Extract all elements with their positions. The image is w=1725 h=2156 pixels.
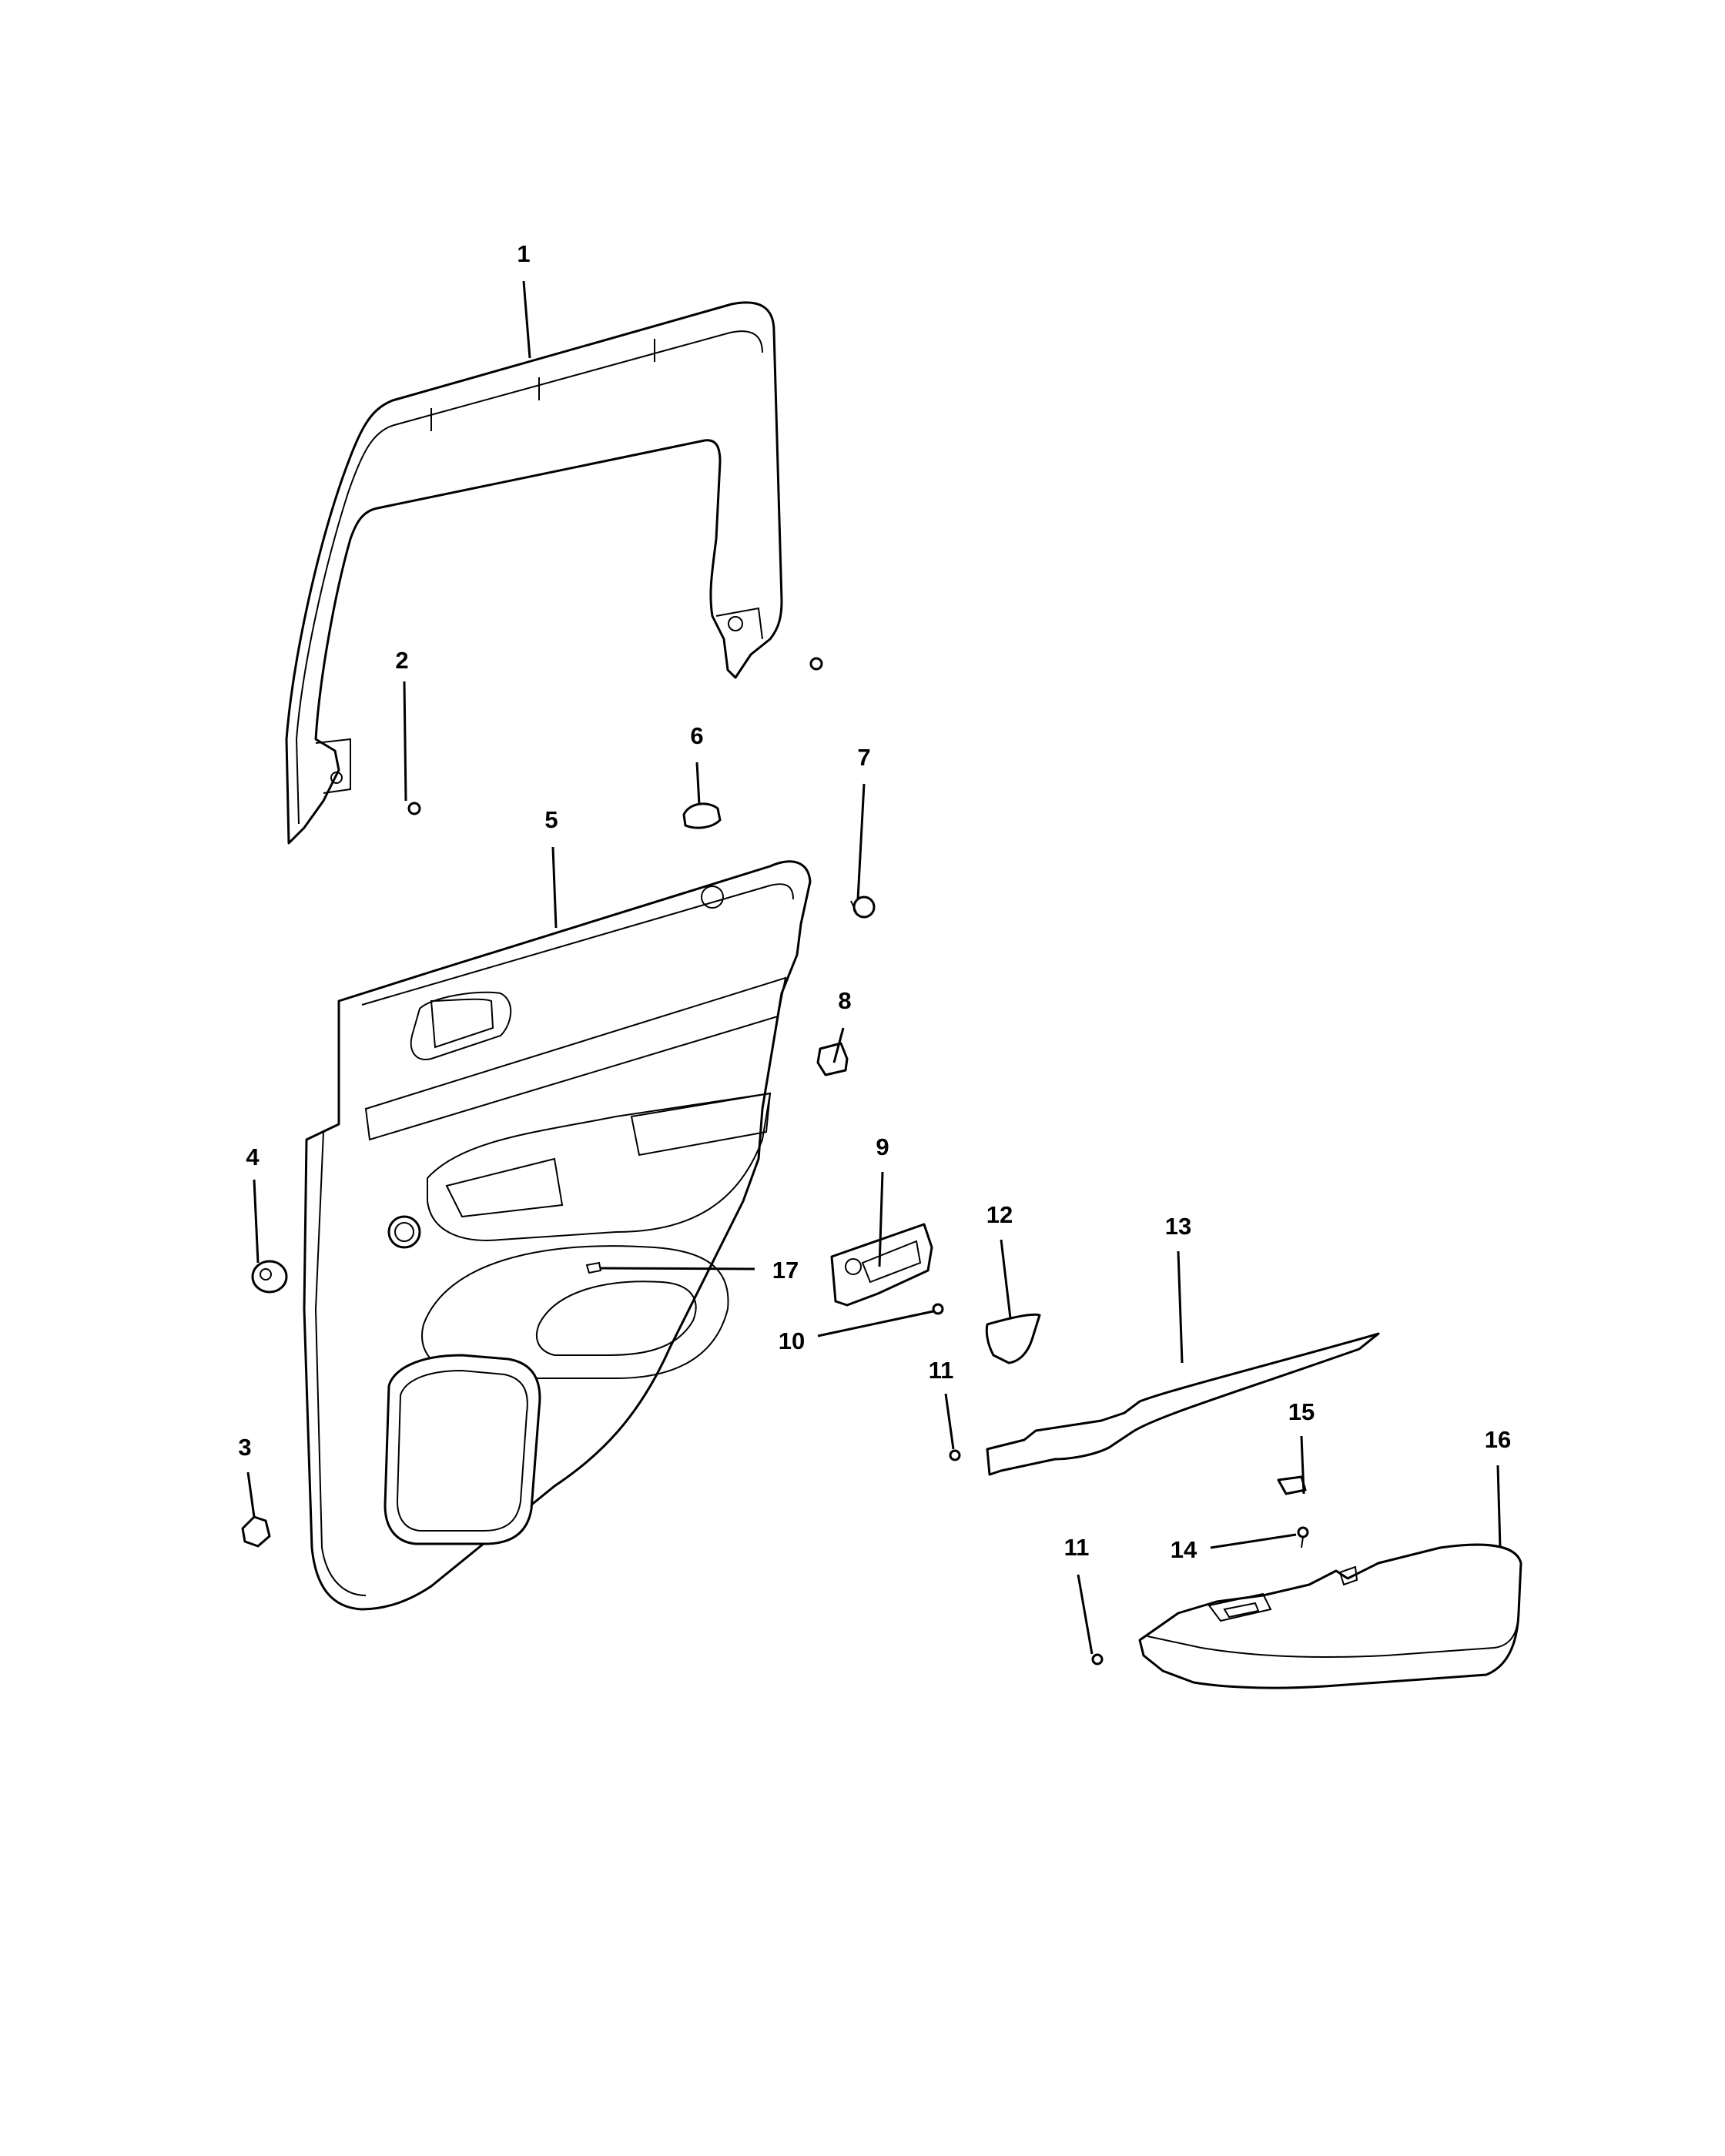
leader-2 [403,681,407,802]
leader-7 [856,783,866,900]
leader-lines [246,280,1502,1655]
callout-14: 14 [1171,1536,1197,1563]
callout-6: 6 [690,722,703,749]
part-8-bumper [816,1042,849,1076]
leader-11b [1077,1574,1094,1655]
leader-16 [1496,1465,1502,1548]
leader-11a [944,1393,955,1450]
leader-3 [246,1471,256,1518]
callout-13: 13 [1165,1213,1191,1240]
callout-11a: 11 [929,1357,954,1384]
leader-8 [832,1027,845,1063]
part-2-clip [407,802,421,815]
leader-15 [1300,1435,1305,1495]
part-13-trim-strip [986,1332,1380,1476]
part-10-screw [932,1303,944,1315]
leader-10 [817,1310,934,1337]
leader-1 [522,280,531,359]
part-4-grommet [251,1260,288,1294]
callout-2: 2 [395,647,408,674]
callout-8: 8 [838,987,851,1014]
callout-11b: 11 [1064,1534,1090,1561]
callout-10: 10 [779,1327,805,1354]
part-3-nut [241,1515,271,1548]
part-16-armrest [1138,1543,1522,1689]
callout-15: 15 [1288,1398,1315,1425]
leader-9 [878,1171,884,1267]
leader-5 [551,846,558,929]
leader-14 [1210,1533,1297,1549]
callout-16: 16 [1485,1426,1511,1453]
part-11-fastener-b [1091,1653,1104,1666]
part-14-screw [1297,1526,1309,1548]
callout-5: 5 [544,806,558,833]
leader-4 [253,1179,260,1264]
callout-4: 4 [246,1143,260,1170]
callouts: 1 2 3 4 5 6 7 8 9 10 11 11 12 13 14 15 1… [238,240,1511,1563]
part-12-bezel [985,1313,1041,1364]
callout-12: 12 [986,1201,1013,1228]
part-17-clip [585,1261,602,1274]
part-7-push-pin [850,896,876,919]
callout-3: 3 [238,1434,251,1461]
leader-12 [1000,1239,1012,1319]
leader-17 [600,1267,755,1270]
part-15-clip [1277,1475,1307,1495]
callout-1: 1 [517,240,530,267]
weatherstrip-clip [809,657,823,671]
callout-17: 17 [772,1257,799,1284]
leader-6 [695,762,701,805]
leader-13 [1177,1250,1184,1364]
callout-9: 9 [876,1133,889,1160]
part-1-weatherstrip [285,301,783,845]
part-5-door-trim-panel [303,860,812,1611]
callout-7: 7 [857,744,870,771]
part-11-fastener-a [949,1449,961,1461]
part-9-inside-handle [830,1223,933,1307]
part-6-bezel-clip [682,802,722,829]
